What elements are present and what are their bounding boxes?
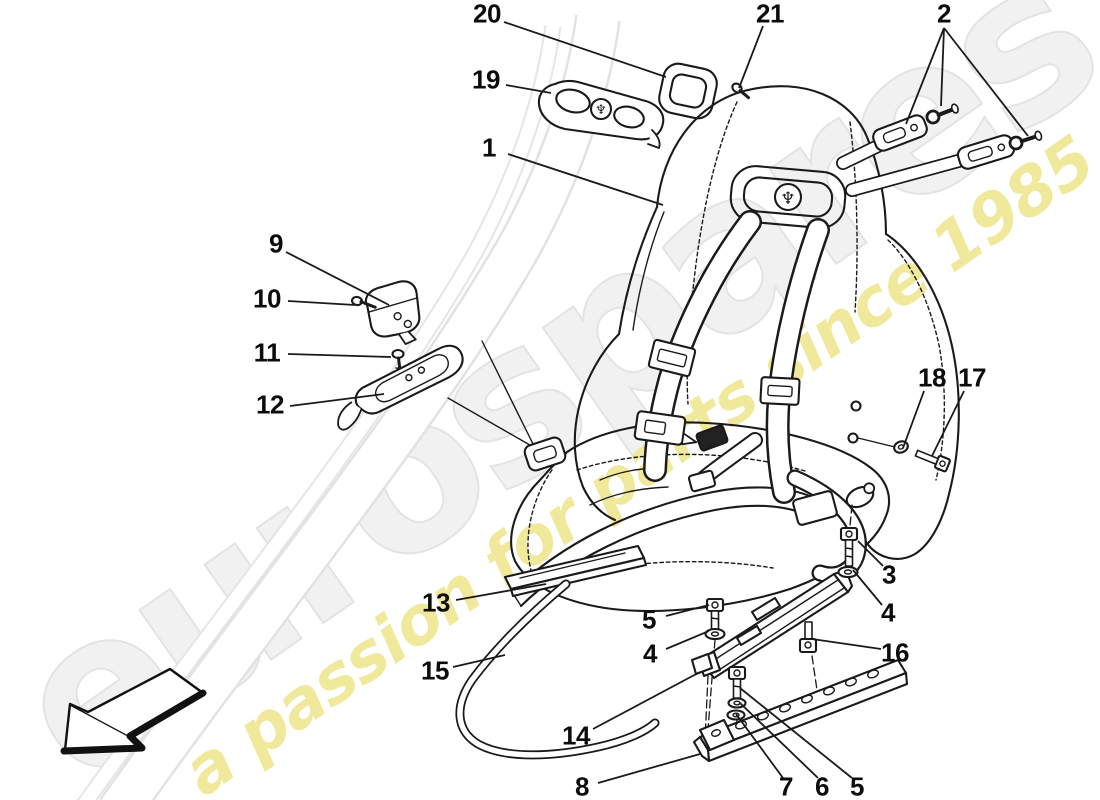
harness-slot — [729, 165, 847, 229]
part-13-seat-rail — [503, 544, 648, 598]
leader-line-16 — [811, 638, 882, 650]
callout-part-4a[interactable]: 4 — [881, 597, 895, 628]
callout-part-15[interactable]: 15 — [421, 655, 449, 686]
leader-line-4b — [665, 630, 710, 650]
callout-part-9[interactable]: 9 — [269, 228, 283, 259]
svg-text:♆: ♆ — [595, 103, 607, 118]
callout-part-13[interactable]: 13 — [422, 587, 450, 618]
leader-line-2 — [943, 27, 1029, 137]
callout-part-2[interactable]: 2 — [937, 0, 951, 29]
part-3-bolt — [839, 526, 859, 567]
callout-part-12[interactable]: 12 — [256, 389, 284, 420]
callout-part-11[interactable]: 11 — [253, 337, 281, 368]
belt-adjuster — [647, 338, 697, 378]
part-9-belt-guide-upper — [364, 280, 421, 345]
assembly-pointer-lines — [447, 340, 896, 449]
leader-line-5a — [665, 604, 710, 617]
leader-lines-layer — [285, 21, 1029, 784]
rail-stop-tab — [690, 652, 714, 676]
callout-part-8[interactable]: 8 — [575, 771, 589, 800]
part-4-washer — [704, 627, 726, 641]
leader-line-19 — [505, 84, 552, 94]
part-5-bolt — [727, 665, 747, 699]
part-17-bolt — [914, 449, 951, 473]
leader-line-8 — [597, 753, 701, 784]
callout-part-18[interactable]: 18 — [918, 362, 946, 393]
eye-bolt — [1008, 130, 1043, 151]
callout-part-4b[interactable]: 4 — [643, 638, 657, 669]
leader-line-12 — [289, 393, 385, 407]
callout-part-20[interactable]: 20 — [473, 0, 501, 29]
harness-belts — [633, 222, 876, 575]
maserati-trident-icon — [773, 182, 803, 212]
callout-part-1[interactable]: 1 — [482, 132, 496, 163]
leader-line-5b — [739, 687, 853, 779]
callout-part-19[interactable]: 19 — [472, 64, 500, 95]
leader-line-4a — [852, 569, 883, 606]
backrest-bolt-hole — [850, 400, 862, 412]
leader-line-15 — [452, 654, 506, 668]
leader-line-7 — [735, 713, 784, 779]
belt-loop — [845, 482, 876, 509]
leader-line-17 — [931, 390, 965, 457]
part-19-headrest-trim: ♆ — [537, 79, 665, 149]
direction-arrow-down-left-icon — [60, 667, 207, 755]
part-12-belt-guide-lower — [337, 344, 464, 431]
part-8-mounting-bar — [692, 658, 909, 763]
leader-line-11 — [287, 353, 392, 358]
leader-line-20 — [503, 21, 667, 78]
seat-cushion — [510, 421, 891, 612]
leader-line-6 — [739, 702, 819, 779]
leader-line-14 — [592, 671, 701, 730]
callout-part-3[interactable]: 3 — [882, 559, 896, 590]
callout-part-16[interactable]: 16 — [881, 637, 909, 668]
leader-line-21 — [738, 25, 764, 89]
leader-line-1 — [507, 153, 664, 206]
callout-part-7[interactable]: 7 — [779, 771, 793, 800]
part-4-washer — [837, 565, 859, 579]
belt-link — [695, 424, 729, 452]
part-10-screw — [350, 295, 377, 309]
leader-line-2 — [940, 27, 945, 107]
callout-part-14[interactable]: 14 — [562, 720, 590, 751]
eye-bolt — [925, 103, 959, 125]
part-5-bolt — [705, 597, 725, 632]
part-20-gasket — [658, 62, 718, 120]
leader-line-3 — [857, 540, 884, 567]
callout-part-6[interactable]: 6 — [815, 771, 829, 800]
leader-line-10 — [287, 300, 356, 306]
callout-part-5a[interactable]: 5 — [642, 604, 656, 635]
callout-part-10[interactable]: 10 — [253, 283, 281, 314]
belt-end-foot — [687, 469, 717, 493]
backrest-bolt-hole — [847, 432, 859, 444]
belt-bracket-plate — [792, 490, 838, 526]
callout-part-17[interactable]: 17 — [958, 362, 986, 393]
belt-adjuster — [759, 376, 801, 406]
belt-guide-pad — [523, 436, 567, 472]
part-2-belt-anchors — [843, 103, 1043, 190]
part-16-bolt — [798, 621, 818, 654]
belt-buckle — [633, 410, 698, 446]
leader-line-18 — [902, 390, 925, 449]
part-18-washer — [893, 440, 909, 454]
leader-line-13 — [455, 583, 547, 601]
maserati-trident-icon — [589, 97, 613, 121]
leader-line-2 — [905, 27, 945, 125]
leader-line-9 — [285, 251, 390, 306]
callout-part-5b[interactable]: 5 — [850, 771, 864, 800]
callout-part-21[interactable]: 21 — [756, 0, 784, 29]
belt-anchor-fitting — [872, 114, 928, 152]
seat-backrest: ♆ — [573, 85, 960, 560]
svg-text:♆: ♆ — [780, 189, 795, 209]
